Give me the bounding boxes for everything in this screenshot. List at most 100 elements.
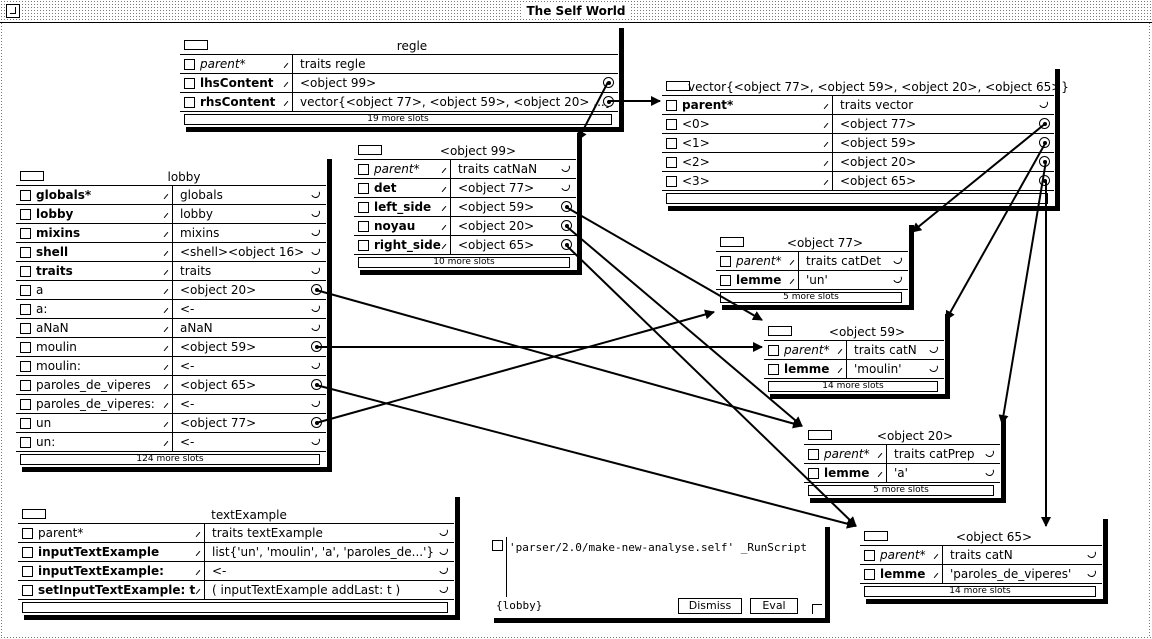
slot-checkbox[interactable]: [720, 275, 731, 286]
slot-value[interactable]: <object 99>: [300, 76, 377, 90]
slot-a[interactable]: a:<-: [16, 300, 326, 319]
collapse-hook-icon[interactable]: [309, 225, 322, 238]
slot-checkbox[interactable]: [808, 449, 819, 460]
slot-checkbox[interactable]: [20, 399, 31, 410]
slot-parent[interactable]: parent*traits vector: [662, 96, 1054, 115]
slot-checkbox[interactable]: [20, 323, 31, 334]
slot-paroles-de-viperes[interactable]: paroles_de_viperes:<-: [16, 395, 326, 414]
slot-value[interactable]: traits catNaN: [458, 162, 538, 176]
slot-checkbox[interactable]: [20, 285, 31, 296]
slot-checkbox[interactable]: [720, 256, 731, 267]
collapse-hook-icon[interactable]: [309, 434, 322, 447]
slot-checkbox[interactable]: [358, 240, 369, 251]
slot-value[interactable]: <object 65>: [180, 378, 257, 392]
slot-value[interactable]: <object 20>: [180, 283, 257, 297]
slot-checkbox[interactable]: [358, 183, 369, 194]
slot-lemme[interactable]: lemme'a': [804, 464, 1000, 483]
slot-noyau[interactable]: noyau<object 20>: [354, 217, 576, 236]
reference-dot-icon[interactable]: [1039, 156, 1050, 167]
slot-paroles-de-viperes[interactable]: paroles_de_viperes<object 65>: [16, 376, 326, 395]
slot-checkbox[interactable]: [22, 528, 33, 539]
evaluator-editor[interactable]: 'parser/2.0/make-new-analyse.self' _RunS…: [506, 537, 818, 597]
reference-dot-icon[interactable]: [561, 201, 572, 212]
slot-0[interactable]: <0><object 77>: [662, 115, 1054, 134]
slot-value[interactable]: aNaN: [180, 321, 213, 335]
slot-checkbox[interactable]: [22, 566, 33, 577]
outliner-header[interactable]: vector{<object 77>, <object 59>, <object…: [662, 77, 1069, 96]
slot-parent[interactable]: parent*traits catNaN: [354, 160, 576, 179]
collapse-hook-icon[interactable]: [927, 342, 940, 355]
outliner-header[interactable]: <object 65>: [860, 527, 1102, 546]
slot-checkbox[interactable]: [666, 176, 677, 187]
slot-right-side[interactable]: right_side<object 65>: [354, 236, 576, 255]
slot-3[interactable]: <3><object 65>: [662, 172, 1054, 191]
collapse-hook-icon[interactable]: [309, 320, 322, 333]
slot-checkbox[interactable]: [358, 164, 369, 175]
slot-value[interactable]: traits catPrep: [894, 447, 975, 461]
evaluator-window[interactable]: 'parser/2.0/make-new-analyse.self' _RunS…: [488, 527, 830, 623]
outliner-header[interactable]: lobby: [16, 167, 326, 186]
slot-2[interactable]: <2><object 20>: [662, 153, 1054, 172]
slot-value[interactable]: <object 59>: [458, 200, 535, 214]
outliner-header[interactable]: <object 59>: [764, 322, 944, 341]
reference-dot-icon[interactable]: [1039, 137, 1050, 148]
more-slots-button[interactable]: 14 more slots: [864, 586, 1096, 597]
evaluator-code[interactable]: 'parser/2.0/make-new-analyse.self' _RunS…: [509, 541, 808, 554]
collapse-hook-icon[interactable]: [559, 180, 572, 193]
slot-value[interactable]: <shell><object 16>: [180, 245, 305, 259]
slot-value[interactable]: <-: [180, 302, 195, 316]
slot-value[interactable]: 'paroles_de_viperes': [950, 567, 1072, 581]
expand-toggle-icon[interactable]: [864, 531, 888, 541]
slot-value[interactable]: <object 77>: [180, 416, 257, 430]
slot-checkbox[interactable]: [20, 418, 31, 429]
slot-det[interactable]: det<object 77>: [354, 179, 576, 198]
expand-toggle-icon[interactable]: [20, 171, 44, 181]
more-slots-button[interactable]: [22, 602, 448, 613]
outliner-header[interactable]: textExample: [18, 505, 454, 524]
reference-dot-icon[interactable]: [603, 77, 614, 88]
slot-left-side[interactable]: left_side<object 59>: [354, 198, 576, 217]
collapse-hook-icon[interactable]: [309, 396, 322, 409]
slot-parent[interactable]: parent*traits catN: [860, 546, 1102, 565]
more-slots-button[interactable]: 14 more slots: [768, 381, 938, 392]
slot-parent[interactable]: parent*traits catN: [764, 341, 944, 360]
slot-value[interactable]: list{'un', 'moulin', 'a', 'paroles_de...…: [212, 545, 435, 559]
dismiss-button[interactable]: Dismiss: [678, 598, 742, 614]
outliner-vector[interactable]: vector{<object 77>, <object 59>, <object…: [662, 69, 1069, 211]
outliner-header[interactable]: <object 99>: [354, 141, 576, 160]
collapse-hook-icon[interactable]: [983, 446, 996, 459]
slot-value[interactable]: globals: [180, 188, 223, 202]
reference-dot-icon[interactable]: [311, 379, 322, 390]
slot-checkbox[interactable]: [184, 59, 195, 70]
slot-value[interactable]: 'moulin': [854, 362, 902, 376]
outliner-header[interactable]: <object 20>: [804, 426, 1000, 445]
slot-checkbox[interactable]: [20, 266, 31, 277]
outliner-header[interactable]: <object 77>: [716, 233, 908, 252]
slot-parent[interactable]: parent*traits textExample: [18, 524, 454, 543]
slot-checkbox[interactable]: [666, 119, 677, 130]
slot-parent[interactable]: parent*traits catDet: [716, 252, 908, 271]
evaluator-checkbox[interactable]: [492, 540, 503, 551]
slot-value[interactable]: <object 65>: [458, 238, 535, 252]
slot-value[interactable]: <-: [212, 564, 227, 578]
slot-checkbox[interactable]: [20, 361, 31, 372]
eval-button[interactable]: Eval: [750, 598, 798, 614]
slot-parent[interactable]: parent*traits catPrep: [804, 445, 1000, 464]
slot-value[interactable]: 'un': [806, 273, 828, 287]
slot-value[interactable]: traits textExample: [212, 526, 323, 540]
slot-value[interactable]: <object 77>: [840, 117, 917, 131]
slot-checkbox[interactable]: [808, 468, 819, 479]
reference-dot-icon[interactable]: [561, 239, 572, 250]
slot-inputtextexample[interactable]: inputTextExample:<-: [18, 562, 454, 581]
slot-value[interactable]: <-: [180, 435, 195, 449]
outliner-header[interactable]: regle: [180, 36, 618, 55]
slot-checkbox[interactable]: [20, 209, 31, 220]
slot-checkbox[interactable]: [768, 345, 779, 356]
